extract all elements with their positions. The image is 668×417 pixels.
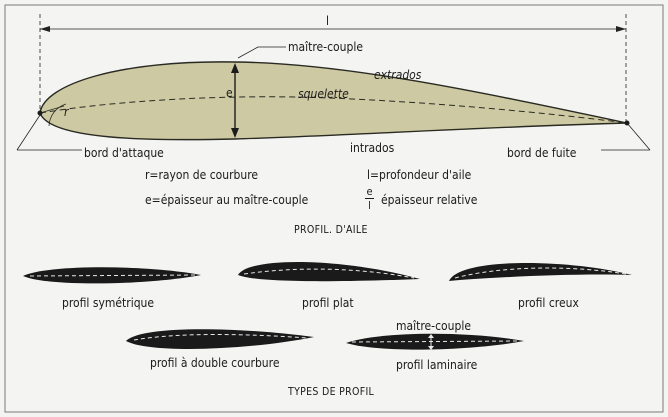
intrados-label: intrados [350,141,395,155]
camber-line [39,96,628,124]
leading-edge-radius [39,103,67,127]
relative-thickness-fraction: e l [365,186,374,211]
trailing-edge-label: bord de fuite [507,146,577,160]
wing-profile-title: PROFIL. D'AILE [294,224,368,236]
radius-label: r [64,105,69,119]
radius-definition: r=rayon de courbure [145,168,259,182]
fraction-bar [365,198,374,199]
laminar-master-couple-label: maître-couple [396,319,471,333]
fraction-denominator: l [368,199,371,212]
hollow-profile-label: profil creux [518,296,579,310]
master-couple-label: maître-couple [288,40,363,54]
thickness-definition: e=épaisseur au maître-couple [145,193,309,207]
leader-lines [16,46,651,151]
leading-edge-point [37,110,43,116]
thickness-arrow [231,63,239,138]
depth-definition: l=profondeur d'aile [367,168,472,182]
extrados-label: extrados [374,68,422,82]
profile-laminar [346,333,524,350]
thickness-label: e [226,86,233,100]
symmetric-profile-label: profil symétrique [62,296,155,310]
fraction-numerator: e [366,185,373,198]
skeleton-label: squelette [298,87,349,101]
profile-symmetric [23,267,201,284]
profile-types-title: TYPES DE PROFIL [288,386,375,398]
profile-flat [238,261,420,282]
chord-length-dimension [39,14,627,125]
laminar-profile-label: profil laminaire [396,358,478,372]
profile-double-curve [126,329,314,349]
leading-edge-label: bord d'attaque [84,146,164,160]
double-curve-profile-label: profil à double courbure [150,356,280,370]
relative-thickness-label: épaisseur relative [381,193,478,207]
chord-length-label: l [326,14,329,28]
flat-profile-label: profil plat [302,296,354,310]
frame-border [4,4,664,413]
trailing-edge-point [624,120,630,126]
profile-hollow [449,262,632,281]
